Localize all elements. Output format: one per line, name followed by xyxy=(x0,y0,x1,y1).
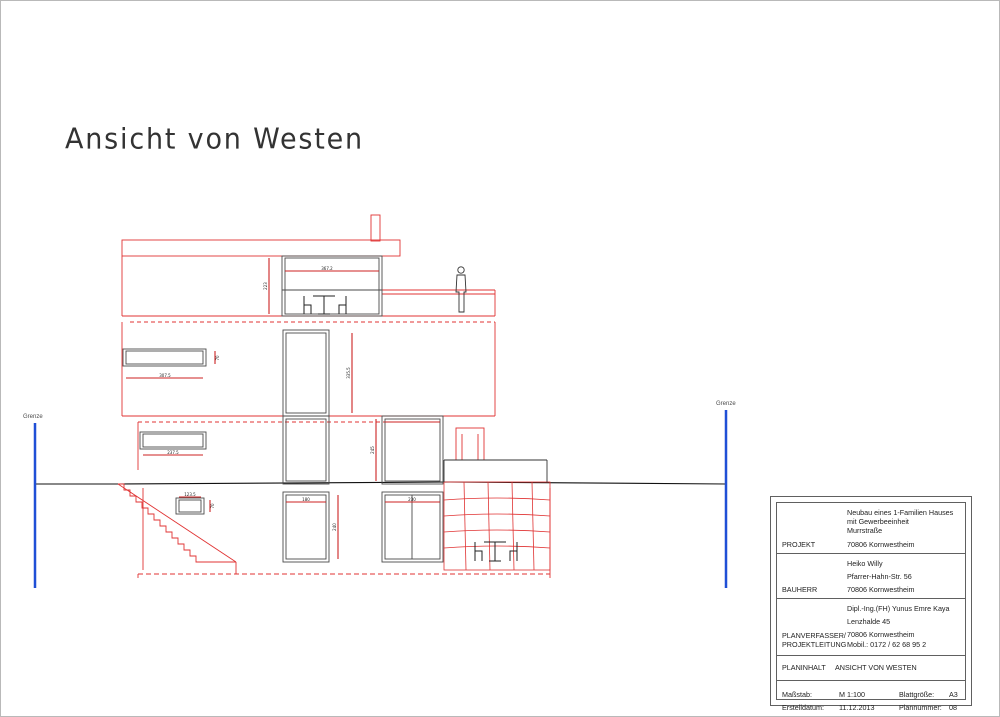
tb-client-row: Heiko Willy Pfarrer-Hahn-Str. 56 BAUHERR… xyxy=(777,554,965,599)
tb-planner-row: Dipl.-Ing.(FH) Yunus Emre Kaya Lenzhalde… xyxy=(777,599,965,656)
tb-project-line4: 70806 Kornwestheim xyxy=(847,540,915,549)
tb-project-row: Neubau eines 1-Familien Hauses mit Gewer… xyxy=(777,503,965,554)
furniture-lower xyxy=(474,541,518,562)
tb-project-line1: Neubau eines 1-Familien Hauses xyxy=(847,508,954,517)
furniture-upper xyxy=(303,295,347,315)
tb-content-value: ANSICHT VON WESTEN xyxy=(835,663,917,672)
tb-planner-label1: PLANVERFASSER/ xyxy=(782,631,846,640)
tb-planner-city: 70806 Kornwestheim xyxy=(847,630,915,639)
openings xyxy=(122,255,444,563)
dimension-texts: 367.2 223 307.5 70 335.5 245 237.5 123.5… xyxy=(159,266,416,531)
dim-left-window-width: 307.5 xyxy=(159,373,171,378)
tb-date-value: 11.12.2013 xyxy=(839,703,875,712)
tb-planner-name: Dipl.-Ing.(FH) Yunus Emre Kaya xyxy=(847,604,950,613)
dim-small-window-height: 70 xyxy=(210,503,215,509)
tb-project-line3: Murrstraße xyxy=(847,526,883,535)
dim-door-height: 335.5 xyxy=(346,367,351,379)
retaining-wall xyxy=(443,481,551,571)
tb-sheet-label: Blattgröße: xyxy=(899,690,935,699)
tb-planner-label2: PROJEKTLEITUNG xyxy=(782,640,847,649)
dim-upper-window-height: 223 xyxy=(263,282,268,290)
tb-content-label: PLANINHALT xyxy=(782,663,826,672)
tb-scale-label: Maßstab: xyxy=(782,690,812,699)
dimension-lines xyxy=(126,258,440,559)
person-figure xyxy=(455,266,467,313)
boundary-label-left: Grenze xyxy=(23,414,43,420)
tb-client-label: BAUHERR xyxy=(782,585,818,594)
tb-client-name: Heiko Willy xyxy=(847,559,883,568)
title-block: Neubau eines 1-Familien Hauses mit Gewer… xyxy=(770,496,972,712)
dim-upper-window-width: 367.2 xyxy=(321,266,333,271)
tb-project-label: PROJEKT xyxy=(782,540,816,549)
boundary-label-right: Grenze xyxy=(716,401,736,407)
tb-sheet-value: A3 xyxy=(949,690,958,699)
dim-small-window-width: 123.5 xyxy=(184,492,196,497)
dim-ground-door-height: 240 xyxy=(332,523,337,531)
tb-date-label: Erstelldatum: xyxy=(782,703,824,712)
tb-project-line2: mit Gewerbeeinheit xyxy=(847,517,909,526)
tb-meta-row: Maßstab: M 1:100 Blattgröße: A3 Erstelld… xyxy=(777,681,965,712)
tb-plan-no-value: 08 xyxy=(949,703,957,712)
tb-planner-phone: Mobil.: 0172 / 62 68 95 2 xyxy=(847,640,927,649)
tb-client-street: Pfarrer-Hahn-Str. 56 xyxy=(847,572,912,581)
dim-ground-window-width: 230 xyxy=(408,497,416,502)
tb-planner-street: Lenzhalde 45 xyxy=(847,617,891,626)
ground-line xyxy=(35,481,727,485)
tb-client-city: 70806 Kornwestheim xyxy=(847,585,915,594)
terrace-railing xyxy=(443,459,548,482)
tb-scale-value: M 1:100 xyxy=(839,690,865,699)
dim-ground-door-width: 180 xyxy=(302,497,310,502)
dim-lower-window-height: 245 xyxy=(370,446,375,454)
dim-left-window-height: 70 xyxy=(215,355,220,361)
tb-plan-no-label: Plannummer: xyxy=(899,703,942,712)
tb-content-row: PLANINHALT ANSICHT VON WESTEN xyxy=(777,656,965,681)
dim-lower-window-width: 237.5 xyxy=(167,450,179,455)
drawing-title: Ansicht von Westen xyxy=(65,123,364,156)
